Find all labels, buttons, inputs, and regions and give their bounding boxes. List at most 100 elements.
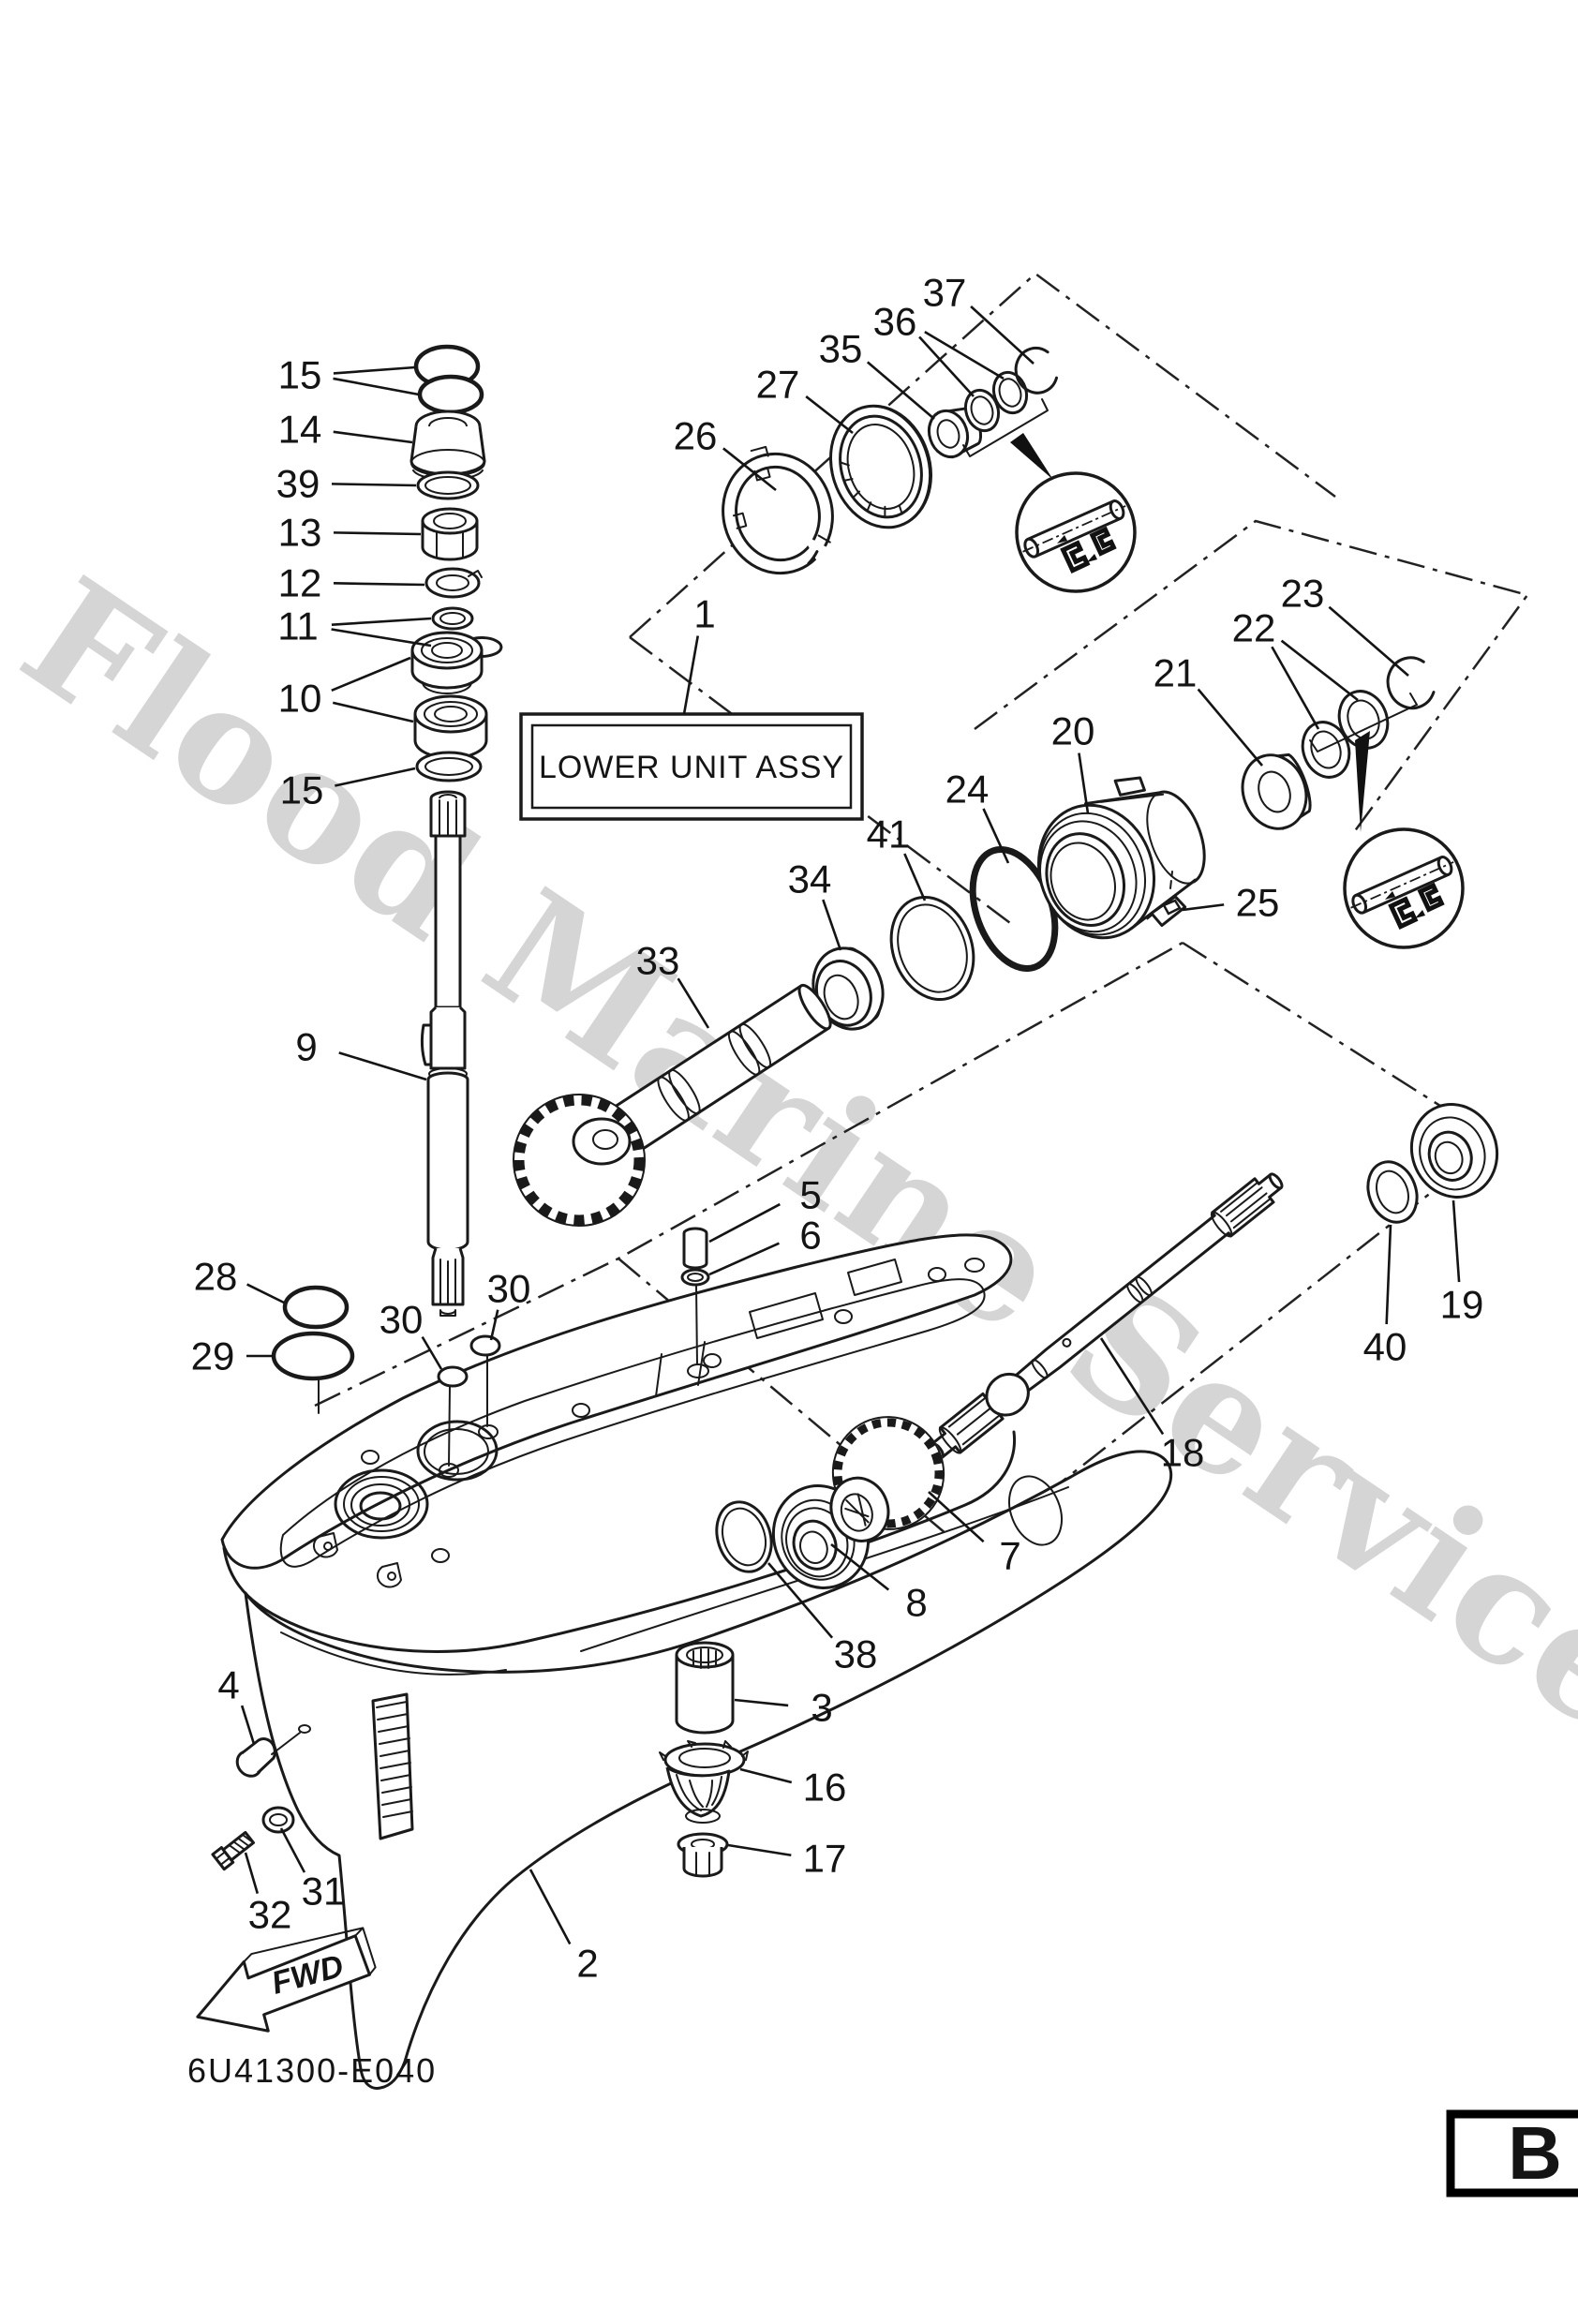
callout-leader-37 [970, 305, 1035, 365]
callout-3: 3 [734, 1686, 833, 1730]
callout-leader-40 [1385, 1224, 1392, 1325]
callout-leader-39 [331, 483, 417, 487]
callout-leader-13 [333, 531, 422, 536]
page-tab-letter: B [1508, 2111, 1562, 2195]
water-intake-grille [371, 1692, 414, 1840]
part-37-circlip [1014, 347, 1059, 395]
callout-number-35: 35 [819, 327, 863, 371]
drawing-code: 6U41300-E040 [187, 2051, 437, 2090]
callout-number-7: 7 [999, 1534, 1020, 1578]
callout-leader-30 [421, 1335, 443, 1370]
fasteners [211, 1732, 301, 1871]
callout-number-24: 24 [945, 767, 990, 812]
callout-leader-30 [489, 1309, 499, 1341]
callout-leader-33 [677, 977, 710, 1029]
part-28-oring [282, 1285, 350, 1330]
part-15-washer-lower [415, 751, 483, 782]
callout-number-1: 1 [693, 592, 715, 636]
callout-number-36: 36 [873, 300, 917, 344]
callout-leader-25 [1182, 903, 1225, 912]
callout-leader-2 [528, 1869, 572, 1945]
part-29-oring [271, 1331, 355, 1414]
part-23-circlip [1386, 656, 1436, 710]
part-22-seal-b [1337, 690, 1390, 750]
callout-leader-6 [708, 1242, 780, 1276]
callout-30: 30 [380, 1298, 443, 1370]
callout-number-19: 19 [1440, 1283, 1484, 1327]
callout-leader-5 [708, 1202, 781, 1244]
plug-hole [298, 1724, 311, 1734]
callout-17: 17 [727, 1837, 846, 1881]
callout-32: 32 [244, 1852, 291, 1937]
part-11-washers [431, 606, 503, 658]
callout-10: 10 [278, 656, 414, 723]
callout-25: 25 [1182, 881, 1279, 925]
callout-leader-15 [335, 767, 416, 787]
callout-number-2: 2 [576, 1942, 598, 1986]
callout-number-21: 21 [1154, 651, 1198, 695]
callout-number-15: 15 [278, 353, 322, 397]
callout-leader-11 [331, 628, 432, 648]
callout-leader-18 [1099, 1337, 1165, 1436]
callout-number-33: 33 [636, 939, 680, 983]
part-17-nut [677, 1832, 729, 1878]
callout-leader-28 [246, 1283, 285, 1304]
lower-unit-assy-box: LOWER UNIT ASSY [519, 712, 864, 821]
callout-leader-16 [739, 1767, 793, 1784]
callout-38: 38 [767, 1562, 877, 1676]
circlip-detail-circle-top [1017, 473, 1135, 591]
callout-leader-10 [332, 701, 414, 723]
part-18-propeller-shaft [930, 1172, 1284, 1459]
callout-13: 13 [278, 511, 422, 555]
lower-unit-assy-label: LOWER UNIT ASSY [539, 750, 844, 785]
part-16-pinion-gear [659, 1740, 749, 1824]
callout-number-29: 29 [191, 1334, 235, 1378]
part-33-pinion-shaft [513, 983, 832, 1227]
callout-19: 19 [1440, 1199, 1484, 1327]
callout-number-20: 20 [1051, 709, 1095, 753]
callout-leader-10 [331, 656, 411, 692]
callout-leader-22 [1271, 646, 1320, 730]
callout-35: 35 [819, 327, 935, 420]
callout-number-40: 40 [1363, 1325, 1407, 1369]
part-25-key [1162, 871, 1182, 916]
part-13-nut [421, 507, 479, 561]
callout-leader-7 [928, 1491, 985, 1543]
callout-number-9: 9 [295, 1025, 317, 1069]
circlip-bracket-top [962, 398, 1053, 480]
callout-leader-15 [333, 377, 420, 396]
callout-1: 1 [682, 592, 716, 715]
callout-34: 34 [788, 857, 842, 951]
callout-number-14: 14 [278, 408, 322, 452]
callout-number-22: 22 [1232, 606, 1276, 650]
callout-number-10: 10 [278, 677, 322, 721]
callout-leader-35 [866, 361, 935, 420]
callout-number-11: 11 [277, 604, 319, 648]
callout-22: 22 [1232, 606, 1359, 730]
part-31-washer [261, 1806, 295, 1834]
part-20-bearing-carrier [1036, 776, 1206, 940]
deck-small-parts [271, 1227, 710, 1467]
callout-21: 21 [1154, 651, 1263, 767]
callout-31: 31 [279, 1827, 345, 1914]
callout-leader-14 [333, 430, 413, 444]
part-10-bearing-upper [410, 631, 484, 694]
callout-number-27: 27 [756, 363, 800, 407]
callout-leader-41 [903, 853, 927, 901]
part-30-oring-right [469, 1334, 501, 1427]
callout-2: 2 [528, 1869, 599, 1986]
callout-27: 27 [756, 363, 854, 435]
callout-23: 23 [1281, 572, 1409, 677]
part-30-oring-left [437, 1365, 469, 1467]
part-38-oring [715, 1500, 773, 1573]
part-6-oring [680, 1268, 710, 1365]
part-9-driveshaft [420, 790, 469, 1317]
part-10-bearing-lower [413, 694, 488, 760]
callout-leader-32 [244, 1852, 260, 1895]
part-41-washer [889, 895, 975, 1002]
part-27-ring-nut [829, 404, 932, 529]
callout-number-39: 39 [276, 462, 320, 506]
callout-15: 15 [280, 767, 416, 812]
callout-leader-20 [1078, 752, 1090, 814]
